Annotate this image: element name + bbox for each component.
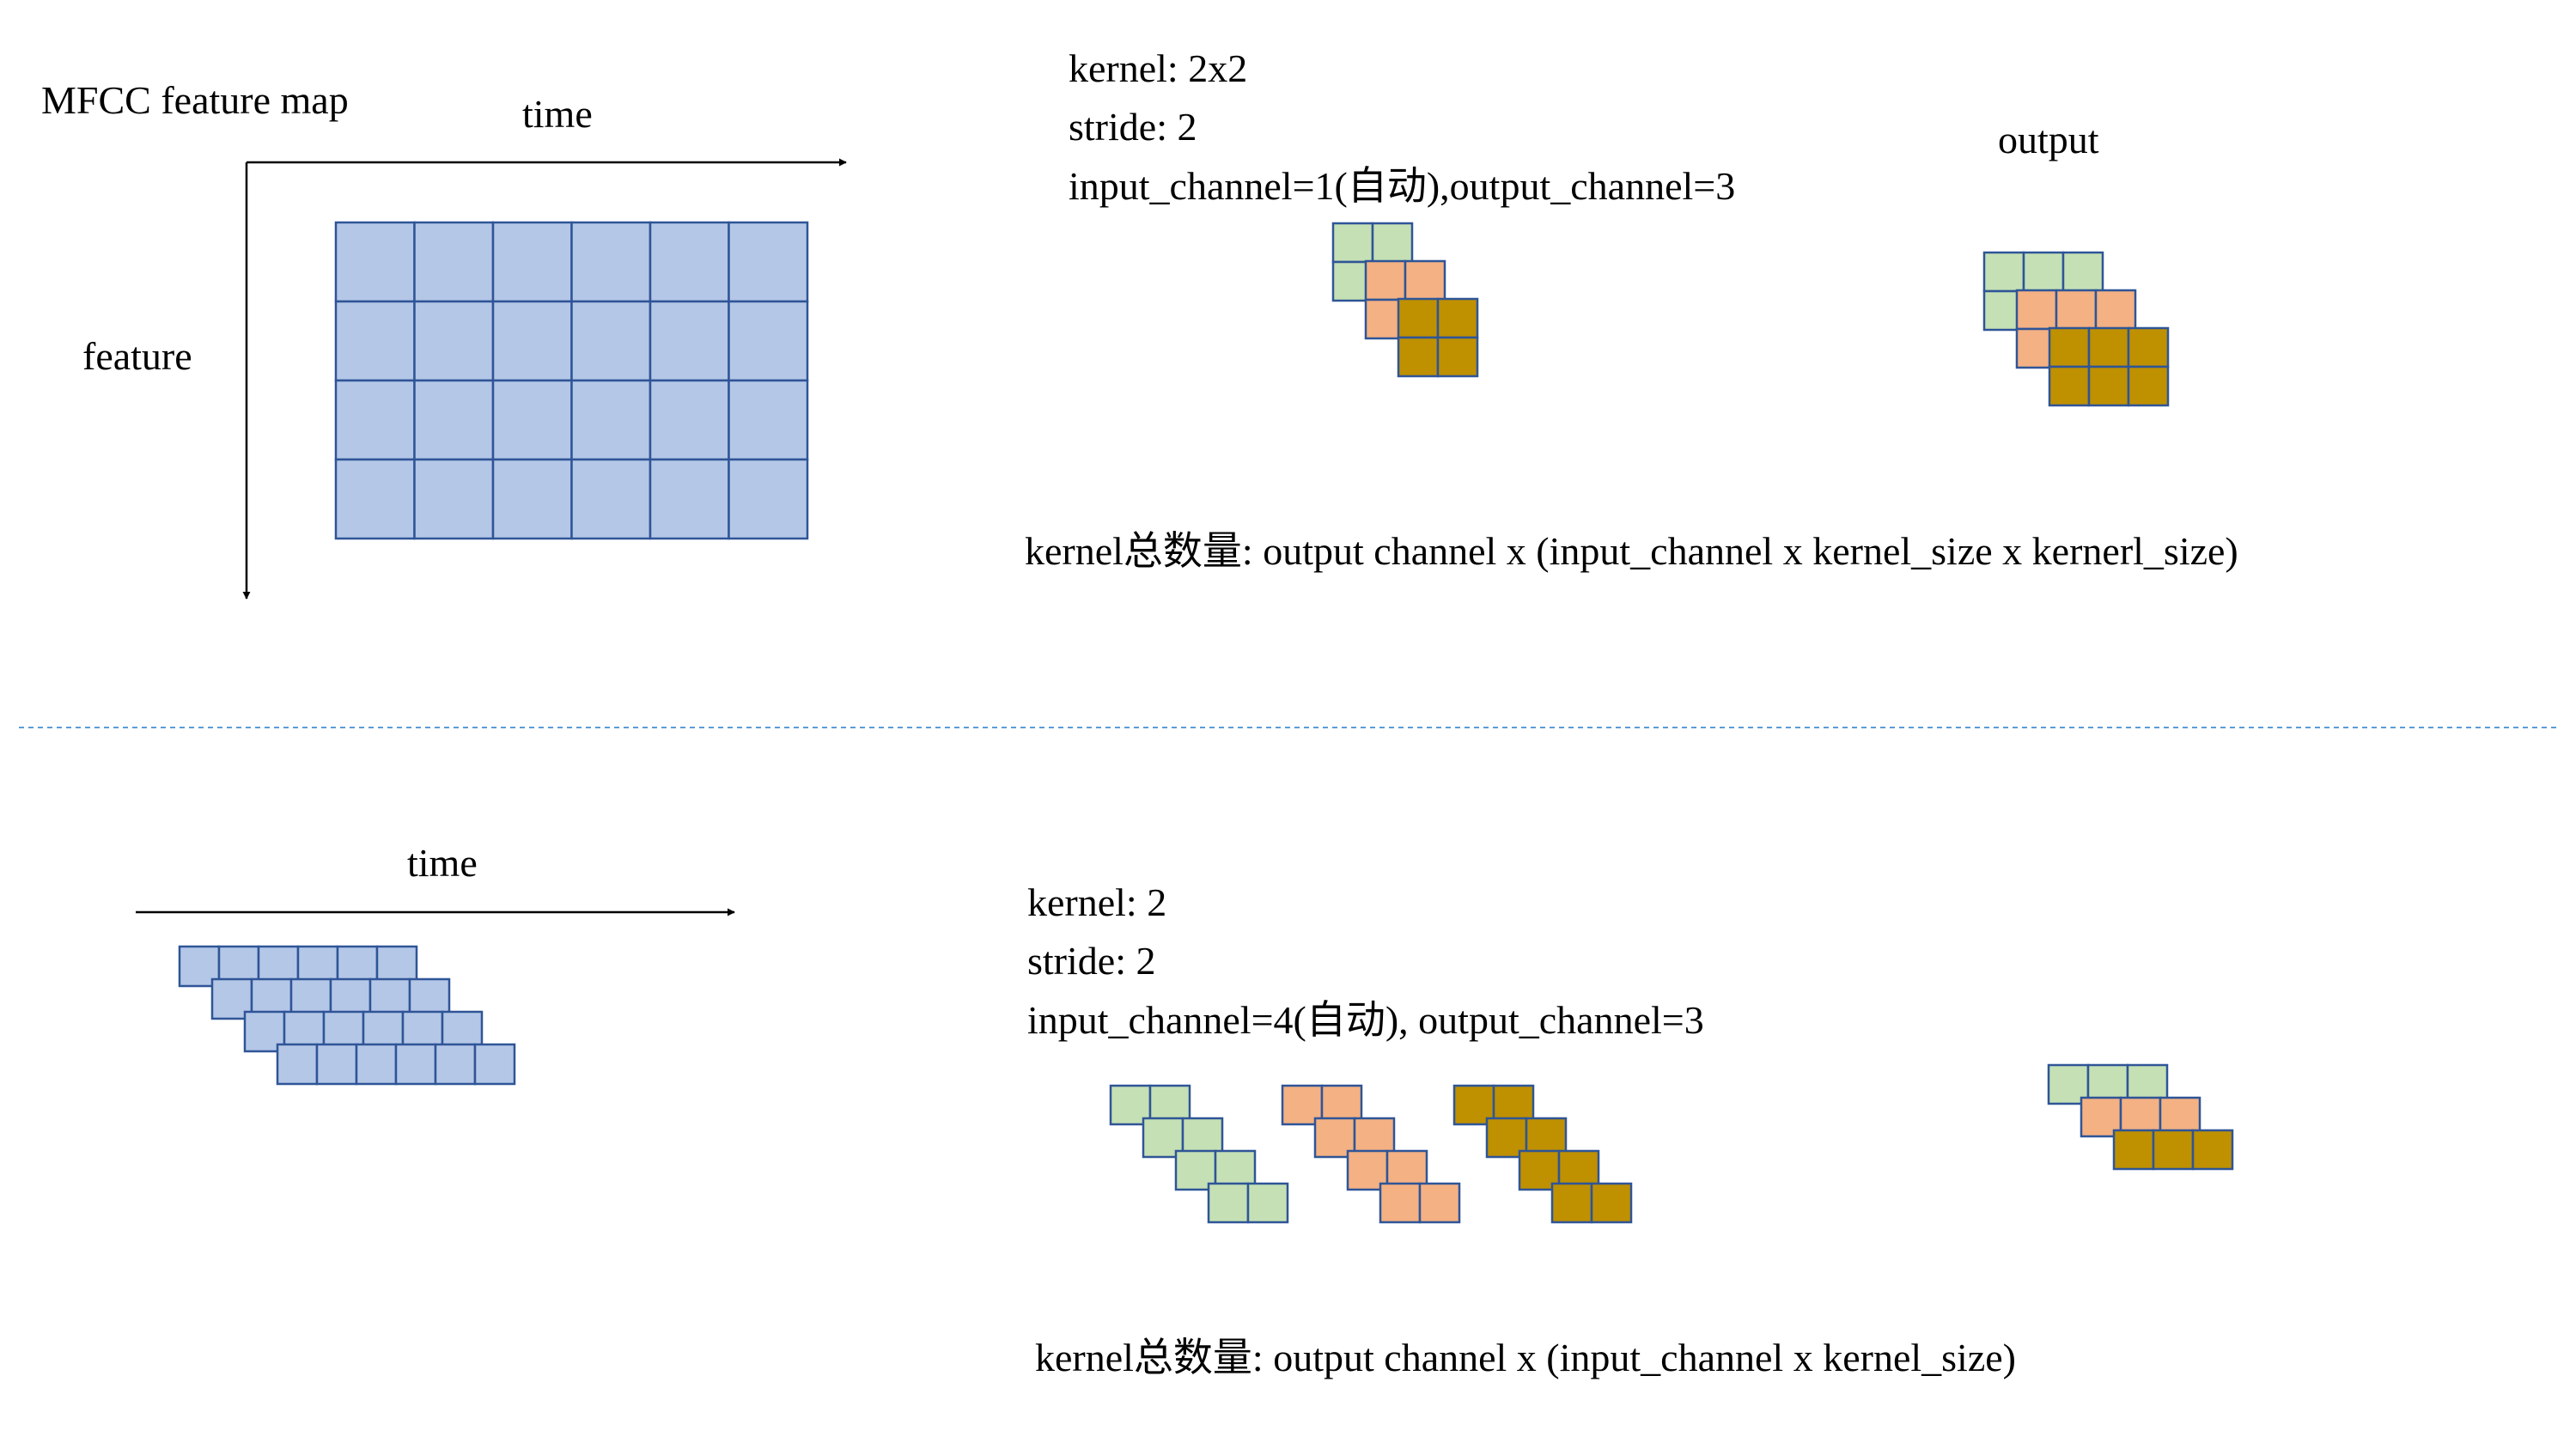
grid-cell [355,1043,398,1086]
grid-cell [2094,289,2137,331]
grid-cell [570,221,652,303]
grid-cell [1397,336,1440,378]
conv1d-kernel-size: kernel: 2 [1027,880,1166,924]
conv2d-kernel-stack [1331,222,1479,378]
grid-cell [728,300,809,382]
grid-cell [491,379,573,461]
conv1d-stride: stride: 2 [1027,939,1155,983]
grid-cell [473,1043,516,1086]
mfcc-feature-map-grid [334,221,809,540]
grid-cell [1436,336,1479,378]
grid-cell [2087,365,2130,407]
conv2d-stride: stride: 2 [1069,105,1197,149]
grid-cell [413,221,495,303]
grid-cell [334,379,416,461]
grid-cell [434,1043,477,1086]
grid-cell [2127,365,2170,407]
grid-cell [413,300,495,382]
conv1d-kernel-groups [1109,1084,1633,1224]
conv2d-feature-label: feature [82,334,192,378]
conv1d-section: time kernel: 2 stride: 2 input_channel=4… [136,841,2234,1379]
grid-cell [1331,222,1374,264]
grid-cell [2061,251,2104,293]
kernel-1d-gold [1550,1182,1633,1224]
grid-cell [570,379,652,461]
grid-cell [1397,297,1440,339]
kernel-1d-salmon [1379,1182,1461,1224]
grid-cell [728,379,809,461]
grid-cell [2048,326,2091,368]
grid-cell [649,379,730,461]
grid-cell [334,221,416,303]
grid-cell [2087,326,2130,368]
conv2d-time-label: time [522,92,593,136]
grid-cell [315,1043,358,1086]
feature-map-grid [334,221,809,540]
grid-cell [1436,297,1479,339]
grid-cell [413,458,495,540]
grid-cell [2152,1129,2195,1171]
conv1d-kernel-count-formula: kernel总数量: output channel x (input_chann… [1035,1336,2016,1379]
grid-cell [1364,259,1407,301]
grid-cell [2191,1129,2234,1171]
conv2d-section: MFCC feature map time feature kernel: 2x… [41,46,2238,600]
grid-cell [2022,251,2065,293]
grid-cell [1982,251,2025,293]
grid-cell [413,379,495,461]
grid-cell [2015,289,2058,331]
kernel-2x2-gold [1397,297,1479,378]
conv2d-kernel-count-formula: kernel总数量: output channel x (input_chann… [1025,529,2238,573]
conv2d-title: MFCC feature map [41,78,349,122]
grid-cell [1550,1182,1593,1224]
conv2d-channels: input_channel=1(自动),output_channel=3 [1069,164,1735,208]
conv2d-output-label: output [1998,118,2099,161]
kernel-1d-green [1207,1182,1289,1224]
grid-cell [728,458,809,540]
output-seq-gold [2112,1129,2234,1171]
grid-cell [1404,259,1446,301]
output-map-gold [2048,326,2170,407]
grid-cell [2127,326,2170,368]
grid-cell [570,458,652,540]
grid-cell [1379,1182,1422,1224]
grid-cell [570,300,652,382]
grid-cell [334,458,416,540]
grid-cell [1418,1182,1461,1224]
grid-cell [491,300,573,382]
grid-cell [649,221,730,303]
grid-cell [491,458,573,540]
grid-cell [2112,1129,2155,1171]
grid-cell [1590,1182,1633,1224]
conv1d-input-channel-stack [178,945,516,1086]
grid-cell [394,1043,437,1086]
grid-cell [276,1043,319,1086]
conv1d-output-stack [2047,1063,2234,1171]
grid-cell [2048,365,2091,407]
input-channel-strip [276,1043,516,1086]
grid-cell [649,300,730,382]
grid-cell [1207,1182,1250,1224]
grid-cell [649,458,730,540]
conv1d-channels: input_channel=4(自动), output_channel=3 [1027,998,1704,1042]
grid-cell [1371,222,1414,264]
grid-cell [334,300,416,382]
conv2d-kernel-size: kernel: 2x2 [1069,46,1247,90]
grid-cell [728,221,809,303]
grid-cell [1246,1182,1289,1224]
conv1d-time-label: time [407,841,478,885]
grid-cell [2055,289,2098,331]
grid-cell [491,221,573,303]
conv2d-output-stack [1982,251,2170,407]
